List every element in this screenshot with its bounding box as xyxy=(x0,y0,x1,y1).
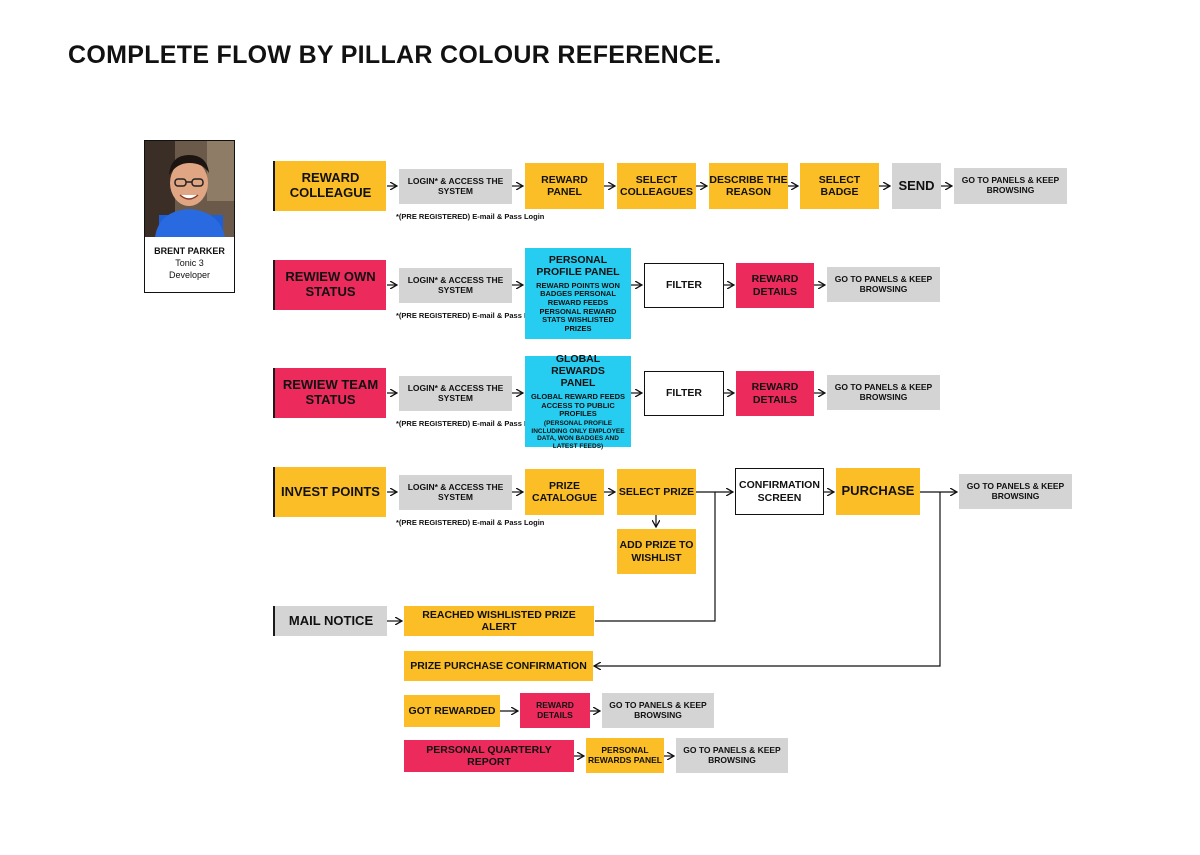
send-button[interactable]: SEND xyxy=(892,163,941,209)
go-to-panels-button[interactable]: GO TO PANELS & KEEP BROWSING xyxy=(602,693,714,728)
prize-purchase-confirmation[interactable]: PRIZE PURCHASE CONFIRMATION xyxy=(404,651,593,681)
profile-role: Developer xyxy=(168,270,211,281)
personal-profile-panel[interactable]: PERSONAL PROFILE PANEL REWARD POINTS WON… xyxy=(525,248,631,339)
reward-panel-step[interactable]: REWARD PANEL xyxy=(525,163,604,209)
quarterly-report-mail[interactable]: PERSONAL QUARTERLY REPORT xyxy=(404,740,574,772)
mail-notice-label: MAIL NOTICE xyxy=(273,606,387,636)
login-step[interactable]: LOGIN* & ACCESS THE SYSTEM xyxy=(399,169,512,204)
describe-reason-step[interactable]: DESCRIBE THE REASON xyxy=(709,163,788,209)
add-prize-to-wishlist-step[interactable]: ADD PRIZE TO WISHLIST xyxy=(617,529,696,574)
prize-catalogue-step[interactable]: PRIZE CATALOGUE xyxy=(525,469,604,515)
invest-points-start[interactable]: INVEST POINTS xyxy=(273,467,386,517)
go-to-panels-button[interactable]: GO TO PANELS & KEEP BROWSING xyxy=(827,267,940,302)
profile-info: BRENT PARKER Tonic 3 Developer xyxy=(145,245,234,281)
reward-details-step[interactable]: REWARD DETAILS xyxy=(736,263,814,308)
panel-items: REWARD POINTS WON BADGES PERSONAL REWARD… xyxy=(536,280,620,333)
panel-extra: (Personal Profile including only employe… xyxy=(531,420,625,450)
go-to-panels-button[interactable]: GO TO PANELS & KEEP BROWSING xyxy=(827,375,940,410)
login-step[interactable]: LOGIN* & ACCESS THE SYSTEM xyxy=(399,376,512,411)
profile-name: BRENT PARKER xyxy=(154,246,225,256)
login-note: *(PRE REGISTERED) E-mail & Pass Login xyxy=(396,419,545,428)
panel-title: GLOBAL REWARDS PANEL xyxy=(551,353,605,390)
select-badge-step[interactable]: SELECT BADGE xyxy=(800,163,879,209)
login-note: *(PRE REGISTERED) E-mail & Pass Login xyxy=(396,212,545,221)
select-prize-step[interactable]: SELECT PRIZE xyxy=(617,469,696,515)
panel-items: GLOBAL REWARD FEEDS ACCESS TO PUBLIC PRO… xyxy=(530,392,626,419)
login-step[interactable]: LOGIN* & ACCESS THE SYSTEM xyxy=(399,475,512,510)
review-team-status-start[interactable]: REWIEW TEAM STATUS xyxy=(273,368,386,418)
reward-colleague-start[interactable]: REWARD COLLEAGUE xyxy=(273,161,386,211)
avatar xyxy=(145,141,234,237)
select-colleagues-step[interactable]: SELECT COLLEAGUES xyxy=(617,163,696,209)
profile-company: Tonic 3 xyxy=(175,258,204,269)
login-note: *(PRE REGISTERED) E-mail & Pass Login xyxy=(396,518,545,527)
login-note: *(PRE REGISTERED) E-mail & Pass Login xyxy=(396,311,545,320)
filter-button[interactable]: FILTER xyxy=(644,263,724,308)
go-to-panels-button[interactable]: GO TO PANELS & KEEP BROWSING xyxy=(676,738,788,773)
go-to-panels-button[interactable]: GO TO PANELS & KEEP BROWSING xyxy=(959,474,1072,509)
global-rewards-panel[interactable]: GLOBAL REWARDS PANEL GLOBAL REWARD FEEDS… xyxy=(525,353,631,450)
profile-card: BRENT PARKER Tonic 3 Developer xyxy=(144,140,235,293)
page-title: COMPLETE FLOW BY PILLAR COLOUR REFERENCE… xyxy=(68,41,722,69)
confirmation-screen[interactable]: CONFIRMATION SCREEN xyxy=(735,468,824,515)
got-rewarded-mail[interactable]: GOT REWARDED xyxy=(404,695,500,727)
purchase-button[interactable]: PURCHASE xyxy=(836,468,920,515)
go-to-panels-button[interactable]: GO TO PANELS & KEEP BROWSING xyxy=(954,168,1067,204)
reward-details-step[interactable]: REWARD DETAILS xyxy=(520,693,590,728)
filter-button[interactable]: FILTER xyxy=(644,371,724,416)
wishlist-prize-alert[interactable]: REACHED WISHLISTED PRIZE ALERT xyxy=(404,606,594,636)
panel-title: PERSONAL PROFILE PANEL xyxy=(536,253,620,278)
login-step[interactable]: LOGIN* & ACCESS THE SYSTEM xyxy=(399,268,512,303)
reward-details-step[interactable]: REWARD DETAILS xyxy=(736,371,814,416)
personal-rewards-panel-step[interactable]: PERSONAL REWARDS PANEL xyxy=(586,738,664,773)
review-own-status-start[interactable]: REWIEW OWN STATUS xyxy=(273,260,386,310)
